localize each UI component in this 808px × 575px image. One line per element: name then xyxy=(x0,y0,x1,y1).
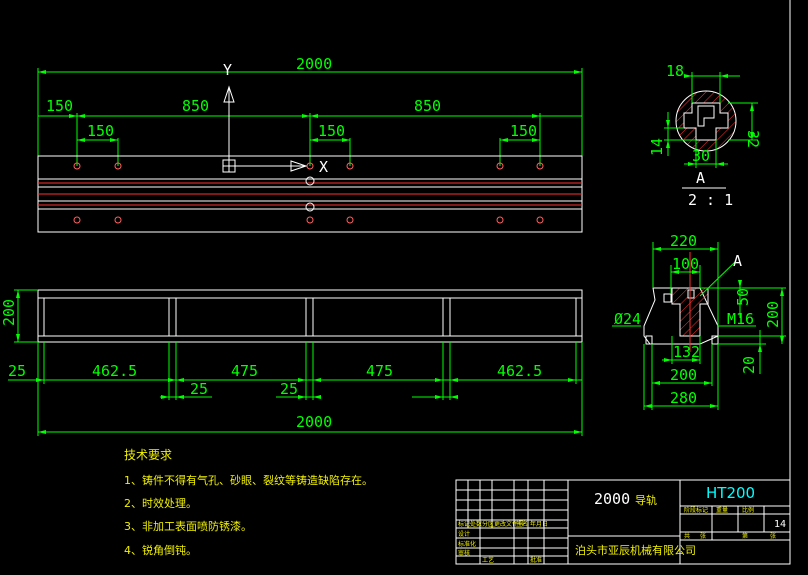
dim-edge: 25 xyxy=(8,362,26,380)
dim-overall: 2000 xyxy=(296,55,332,73)
tb-label-sign: 签名 xyxy=(516,520,528,528)
tb-label-count: 处数 xyxy=(470,520,482,528)
detail-a-view: 18 32 14 30 A 2 : 1 xyxy=(648,62,762,209)
dim-seg3: 475 xyxy=(366,362,393,380)
detail-dim-right: 32 xyxy=(744,130,762,148)
axis-y-label: Y xyxy=(223,61,232,79)
section-hole-dia: Ø24 xyxy=(614,310,641,328)
front-view: 2000 150 850 850 150 150 150 xyxy=(37,55,583,233)
dim-hole-mid: 150 xyxy=(318,122,345,140)
tb-part-suffix: 导轨 xyxy=(635,493,657,507)
axis-x-label: X xyxy=(319,158,328,176)
title-block: 标记 处数 分区 更改文件号 签名 年月日 设计 标准化 审核 工艺 批准 阶段… xyxy=(455,479,791,565)
section-dim-web: 132 xyxy=(673,343,700,361)
dim-bottom-overall: 2000 xyxy=(296,413,332,431)
ucs-axis-icon: Y X xyxy=(222,61,328,176)
tb-part-name: 2000 xyxy=(594,490,630,508)
section-dim-base: 280 xyxy=(670,389,697,407)
tb-label-total: 共 xyxy=(684,532,690,540)
dim-seg2: 475 xyxy=(231,362,258,380)
section-view: 220 100 A 50 200 20 Ø24 M16 132 xyxy=(612,232,786,410)
bottom-body-outline xyxy=(37,289,583,343)
tb-label-std: 标准化 xyxy=(458,540,476,548)
tb-label-scale: 比例 xyxy=(742,506,754,514)
note-item-2: 2、时效处理。 xyxy=(124,496,197,510)
section-dim-base-inner: 200 xyxy=(670,366,697,384)
bottom-view: 200 25 462.5 475 475 462.5 25 25 xyxy=(0,289,583,436)
tb-label-mark: 标记 xyxy=(458,520,470,528)
technical-notes: 技术要求 1、铸件不得有气孔、砂眼、裂纹等铸造缺陷存在。 2、时效处理。 3、非… xyxy=(124,448,373,557)
section-dim-height: 200 xyxy=(764,301,782,328)
section-dim-50: 50 xyxy=(734,288,752,306)
tb-label-stage: 阶段标记 xyxy=(684,506,708,514)
tb-sheet: 14 xyxy=(774,519,786,530)
dim-span-right: 850 xyxy=(414,97,441,115)
tb-label-approve: 批准 xyxy=(530,556,542,564)
dim-hole-right: 150 xyxy=(510,122,537,140)
notes-title: 技术要求 xyxy=(124,448,172,462)
tb-label-zone: 分区 xyxy=(482,520,494,528)
dim-span-left: 850 xyxy=(182,97,209,115)
front-holes xyxy=(73,162,544,224)
tb-company: 泊头市亚辰机械有限公司 xyxy=(575,543,696,557)
section-callout: A xyxy=(733,252,742,270)
dim-gap2: 25 xyxy=(280,380,298,398)
section-dim-slot: 100 xyxy=(672,255,699,273)
tb-label-no: 第 xyxy=(742,532,748,540)
tb-label-design: 设计 xyxy=(458,530,470,538)
dim-edge-left: 150 xyxy=(46,97,73,115)
detail-dim-top: 18 xyxy=(666,62,684,80)
tb-label-date: 年月日 xyxy=(530,520,548,528)
dim-hole-left: 150 xyxy=(87,122,114,140)
tb-label-review: 审核 xyxy=(458,549,470,557)
section-dim-top: 220 xyxy=(670,232,697,250)
detail-dim-left: 14 xyxy=(648,138,666,156)
section-thread: M16 xyxy=(727,310,754,328)
detail-scale: 2 : 1 xyxy=(688,191,733,209)
dim-seg4: 462.5 xyxy=(497,362,542,380)
dim-gap1: 25 xyxy=(190,380,208,398)
tb-material: HT200 xyxy=(706,484,755,502)
dim-seg1: 462.5 xyxy=(92,362,137,380)
note-item-4: 4、锐角倒钝。 xyxy=(124,543,197,557)
tb-label-weight: 重量 xyxy=(716,506,728,514)
detail-dim-bottom: 30 xyxy=(692,147,710,165)
tb-label-sheet: 张 xyxy=(770,532,776,540)
detail-label: A xyxy=(696,169,705,187)
note-item-3: 3、非加工表面喷防锈漆。 xyxy=(124,519,252,533)
tb-label-process: 工艺 xyxy=(482,556,494,564)
section-dim-base-h: 20 xyxy=(740,356,758,374)
note-item-1: 1、铸件不得有气孔、砂眼、裂纹等铸造缺陷存在。 xyxy=(124,473,373,487)
dim-bottom-height: 200 xyxy=(0,299,18,326)
tb-label-docno: 更改文件号 xyxy=(494,520,524,528)
tb-label-sheets: 张 xyxy=(700,532,706,540)
